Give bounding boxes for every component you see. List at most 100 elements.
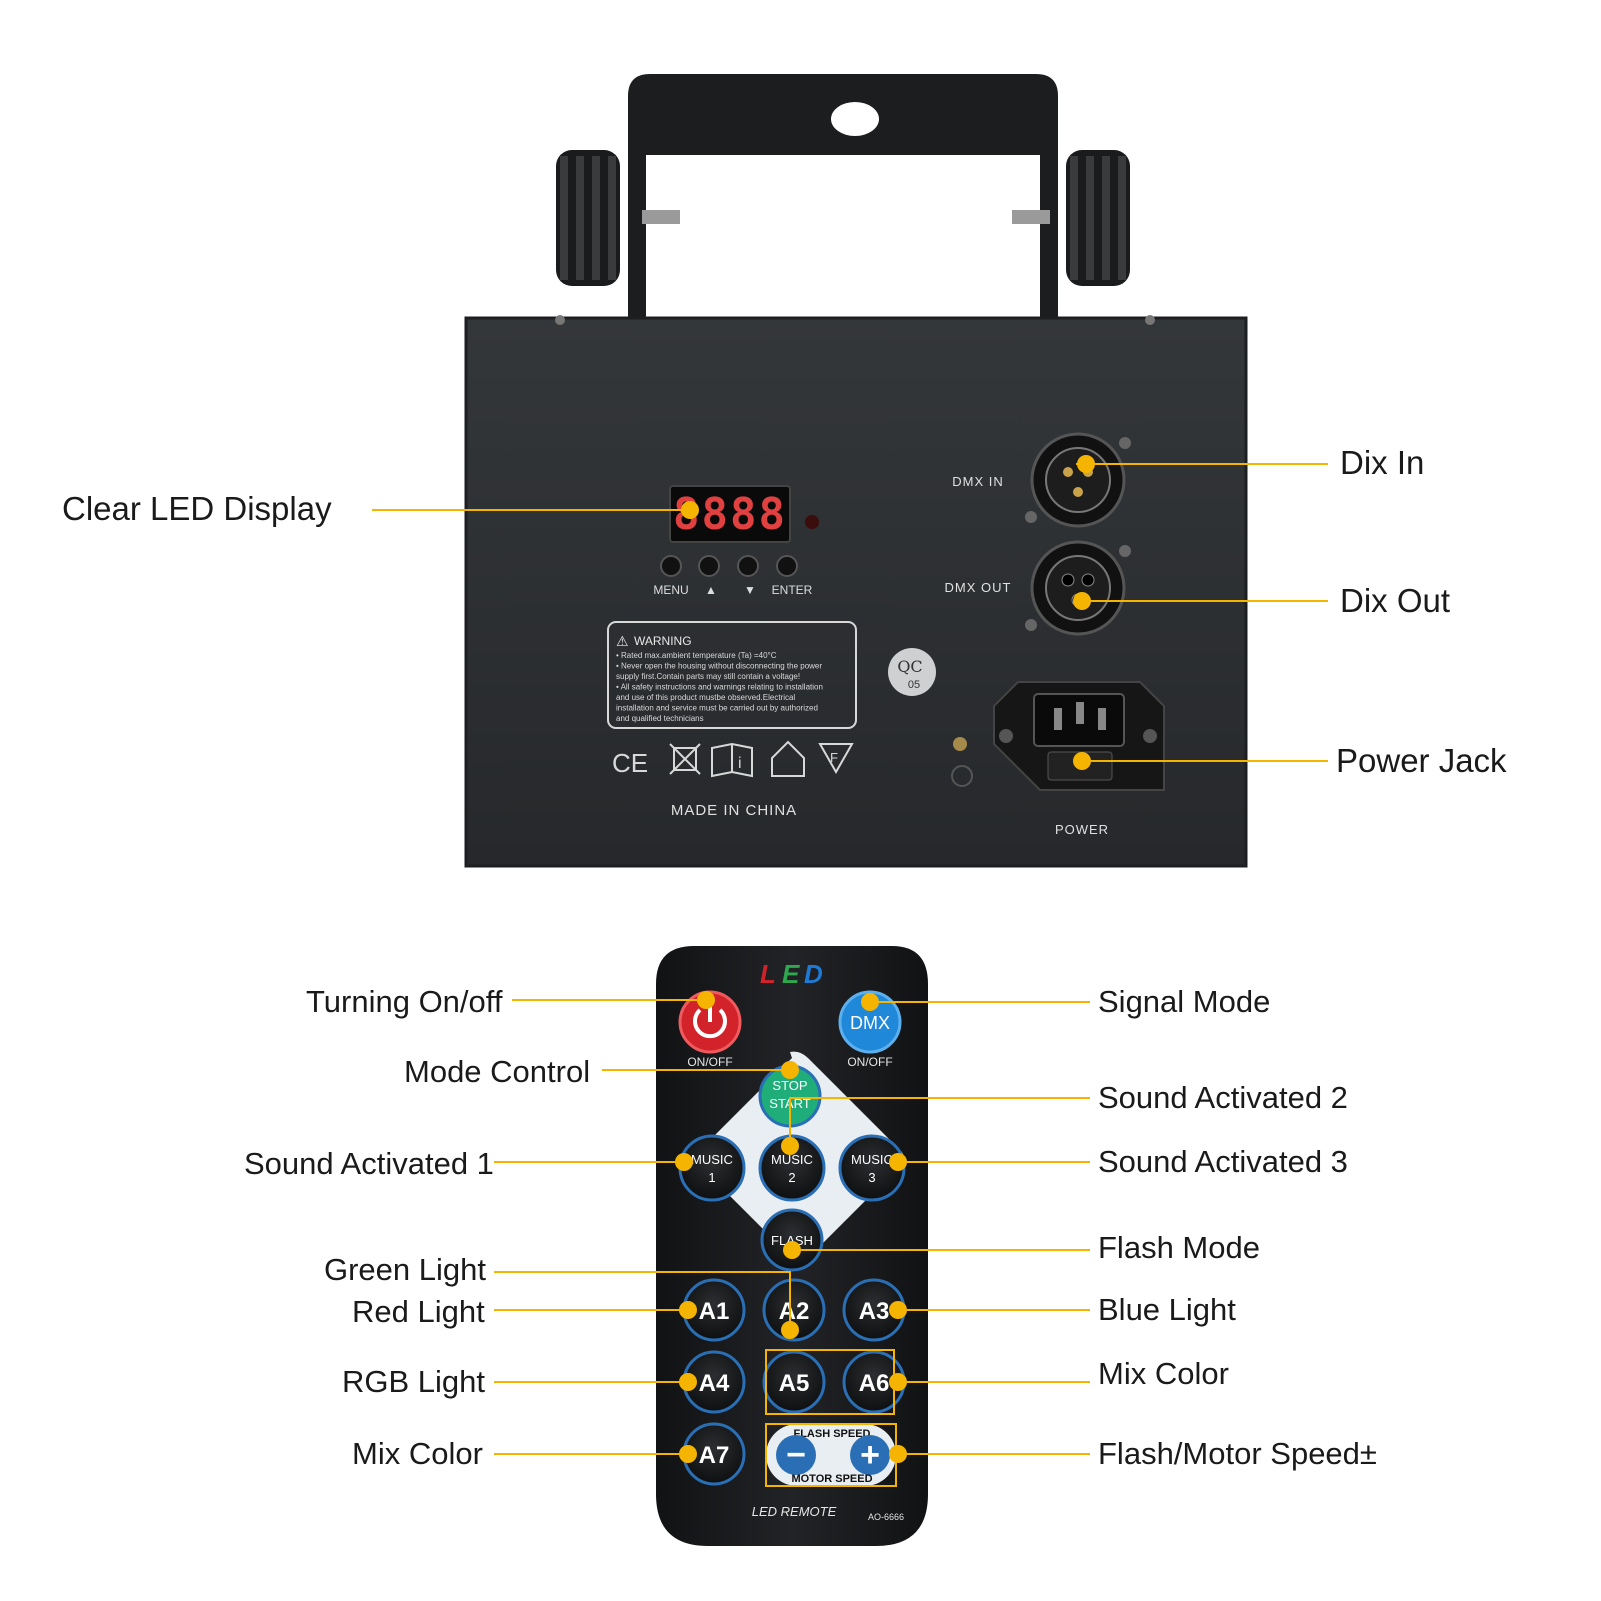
power-label: POWER — [1055, 822, 1109, 837]
a2-button: A2 — [762, 1278, 826, 1342]
callout-green-light: Green Light — [324, 1252, 486, 1287]
svg-text:A3: A3 — [859, 1298, 890, 1325]
svg-text:MUSIC: MUSIC — [851, 1152, 893, 1167]
a4-button: A4 — [682, 1350, 746, 1414]
svg-text:DMX: DMX — [850, 1013, 890, 1033]
dmx-in-label: DMX IN — [952, 474, 1004, 489]
enter-button — [776, 555, 798, 577]
callout-turning-on-off: Turning On/off — [306, 984, 503, 1019]
down-label: ▼ — [744, 583, 756, 597]
a7-button: A7 — [682, 1422, 746, 1486]
svg-text:ON/OFF: ON/OFF — [687, 1055, 732, 1069]
warning-title: WARNING — [634, 634, 692, 648]
dmx-out-connector[interactable]: DMX OUT — [945, 540, 1131, 636]
svg-text:FLASH SPEED: FLASH SPEED — [793, 1428, 870, 1440]
warning-icon: ⚠ — [616, 633, 629, 649]
svg-text:ON/OFF: ON/OFF — [847, 1055, 892, 1069]
music-2-button[interactable]: MUSIC 2 — [758, 1134, 826, 1202]
warning-line: supply first.Contain parts may still con… — [616, 672, 800, 681]
speed-minus-button — [776, 1435, 816, 1475]
menu-button — [660, 555, 682, 577]
svg-text:+: + — [860, 1436, 880, 1474]
callout-sound-activated-2: Sound Activated 2 — [1098, 1080, 1348, 1115]
a1-button: A1 — [682, 1278, 746, 1342]
down-button — [737, 555, 759, 577]
svg-text:A2: A2 — [779, 1298, 810, 1325]
mounting-bracket — [628, 74, 1058, 320]
svg-text:i: i — [738, 755, 742, 772]
enter-label: ENTER — [772, 583, 813, 597]
bracket-hole — [831, 102, 879, 136]
ce-mark: CE — [612, 748, 648, 778]
warning-line: • All safety instructions and warnings r… — [616, 683, 823, 692]
svg-text:MUSIC: MUSIC — [691, 1152, 733, 1167]
svg-text:MUSIC: MUSIC — [771, 1152, 813, 1167]
speed-plus-button — [850, 1435, 890, 1475]
svg-text:A5: A5 — [779, 1370, 810, 1397]
warning-line: • Never open the housing without disconn… — [616, 662, 822, 671]
qc-sticker: QC 05 — [888, 648, 936, 696]
warning-line: • Rated max.ambient temperature (Ta) =40… — [616, 651, 777, 660]
f-mark-icon: F — [818, 743, 854, 775]
remote-model: AO-6666 — [868, 1512, 904, 1522]
svg-text:A1: A1 — [699, 1298, 730, 1325]
up-label: ▲ — [705, 583, 717, 597]
callout-power-jack: Power Jack — [1336, 742, 1507, 779]
right-knob[interactable] — [1066, 150, 1130, 286]
svg-text:A4: A4 — [699, 1370, 730, 1397]
callout-lines — [372, 463, 1328, 1455]
menu-label: MENU — [653, 583, 688, 597]
svg-text:MOTOR SPEED: MOTOR SPEED — [791, 1473, 872, 1485]
dmx-out-label: DMX OUT — [945, 580, 1012, 595]
flash-button[interactable]: FLASH — [760, 1208, 824, 1272]
speed-control[interactable]: FLASH SPEED − + MOTOR SPEED — [765, 1423, 897, 1487]
callout-red-light: Red Light — [352, 1294, 485, 1329]
warning-line: and use of this product mustbe observed.… — [616, 693, 795, 702]
callout-mode-control: Mode Control — [404, 1054, 591, 1089]
callout-dix-in: Dix In — [1340, 444, 1425, 481]
callout-sound-activated-1: Sound Activated 1 — [244, 1146, 494, 1181]
a-buttons[interactable]: A1 A2 A3 A4 A5 A6 A7 — [682, 1278, 906, 1486]
remote-dmx-button[interactable]: DMX ON/OFF — [838, 990, 902, 1069]
callout-mix-color-left: Mix Color — [352, 1436, 483, 1471]
panel-buttons[interactable]: MENU ▲ ▼ ENTER — [653, 555, 813, 597]
a6-button: A6 — [842, 1350, 906, 1414]
certification-marks: CE i F — [612, 740, 854, 778]
indoor-icon — [771, 740, 805, 777]
manual-icon: i — [711, 742, 753, 778]
remote-brand: L E D — [760, 959, 823, 989]
power-icon — [693, 1008, 727, 1039]
remote-footer: LED REMOTE — [752, 1504, 837, 1519]
weee-icon — [669, 743, 701, 775]
svg-text:−: − — [786, 1436, 806, 1474]
callout-dots — [675, 455, 1095, 1463]
warning-label: ⚠ WARNING • Rated max.ambient temperatur… — [607, 621, 857, 729]
led-display: 8888 — [669, 485, 819, 543]
callout-clear-led-display: Clear LED Display — [62, 490, 332, 527]
a5-button: A5 — [762, 1350, 826, 1414]
power-socket[interactable]: POWER — [951, 681, 1165, 837]
callout-flash-mode: Flash Mode — [1098, 1230, 1260, 1265]
svg-text:D: D — [804, 959, 823, 989]
warning-line: installation and service must be carried… — [616, 704, 818, 713]
left-knob[interactable] — [556, 150, 620, 286]
svg-text:2: 2 — [788, 1170, 795, 1185]
callout-rgb-light: RGB Light — [342, 1364, 486, 1399]
svg-text:QC: QC — [897, 657, 922, 676]
callout-signal-mode: Signal Mode — [1098, 984, 1271, 1019]
music-3-button[interactable]: MUSIC 3 — [838, 1134, 906, 1202]
callout-blue-light: Blue Light — [1098, 1292, 1236, 1327]
svg-text:F: F — [830, 750, 838, 765]
callout-sound-activated-3: Sound Activated 3 — [1098, 1144, 1348, 1179]
svg-text:STOP: STOP — [772, 1078, 807, 1093]
svg-text:E: E — [782, 959, 800, 989]
callout-flash-motor-speed: Flash/Motor Speed± — [1098, 1436, 1377, 1471]
svg-text:05: 05 — [908, 679, 920, 691]
svg-text:A7: A7 — [699, 1442, 730, 1469]
svg-text:1: 1 — [708, 1170, 715, 1185]
up-button — [698, 555, 720, 577]
svg-text:3: 3 — [868, 1170, 875, 1185]
warning-line: and qualified technicians — [616, 714, 704, 723]
made-in-label: MADE IN CHINA — [671, 802, 797, 819]
